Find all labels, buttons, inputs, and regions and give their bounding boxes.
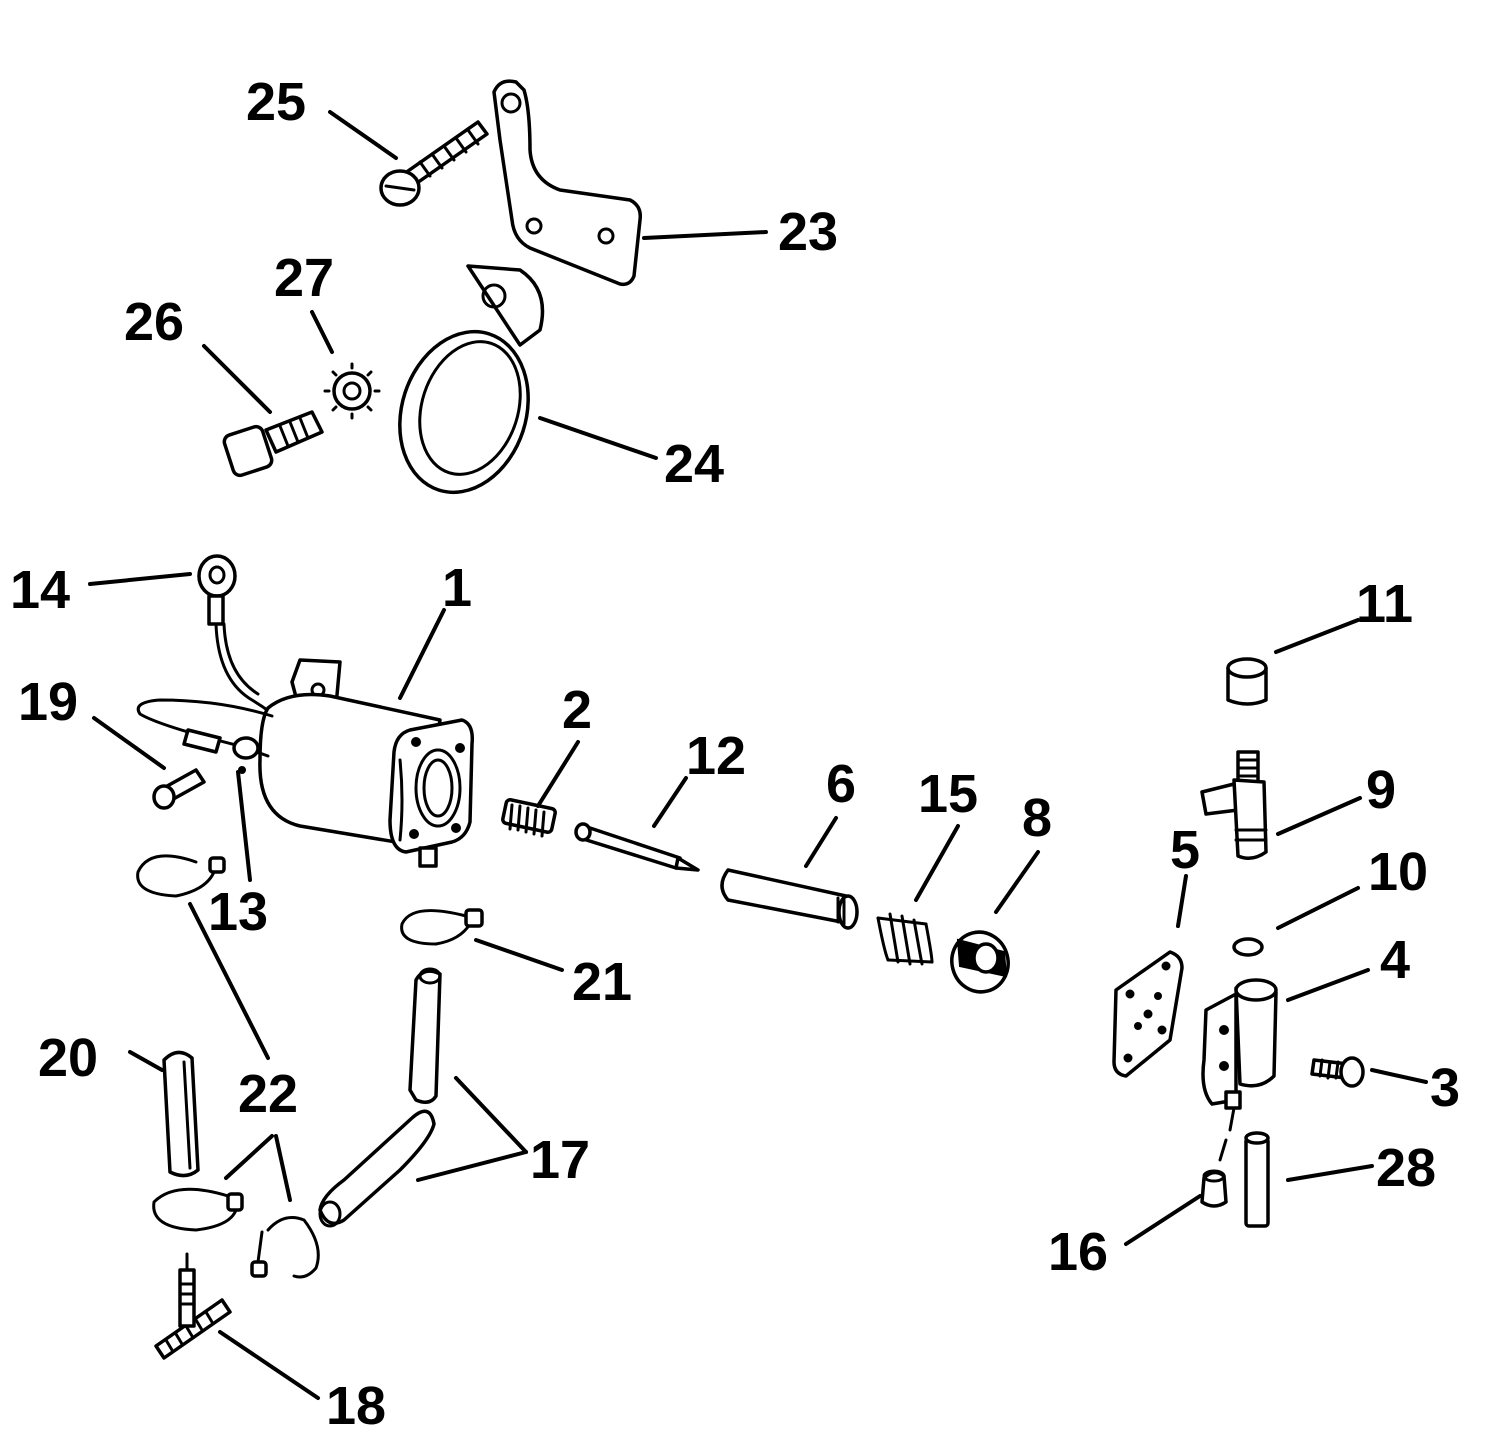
callout-8: 8: [1022, 788, 1052, 848]
callout-10: 10: [1368, 842, 1428, 902]
part-3-screw: [1310, 1056, 1365, 1088]
callout-2: 2: [562, 680, 592, 740]
part-27-star-washer: [323, 362, 381, 420]
part-18-tee-fitting: [154, 1252, 232, 1360]
callout-12: 12: [686, 726, 746, 786]
part-6-plunger: [720, 868, 859, 930]
callout-24: 24: [664, 434, 724, 494]
callout-25: 25: [246, 72, 306, 132]
callout-5: 5: [1170, 820, 1200, 880]
callout-14: 14: [10, 560, 70, 620]
part-17-hoses: [318, 967, 442, 1228]
callout-9: 9: [1366, 760, 1396, 820]
leader-lines: [88, 110, 1428, 1400]
part-22-hose-clamp-lower-right: [250, 1216, 320, 1279]
part-26-bolt: [222, 410, 324, 478]
callout-23: 23: [778, 202, 838, 262]
part-24-clamp-band: [398, 264, 545, 495]
callout-16: 16: [1048, 1222, 1108, 1282]
part-21-hose-clamp: [400, 908, 484, 946]
callout-11: 11: [1356, 574, 1413, 634]
callout-28: 28: [1376, 1138, 1436, 1198]
callout-19: 19: [18, 672, 78, 732]
callout-1: 1: [442, 558, 472, 618]
part-19-wire-screw: [136, 698, 274, 810]
callout-26: 26: [124, 292, 184, 352]
part-25-screw: [379, 120, 489, 207]
callout-20: 20: [38, 1028, 98, 1088]
part-28-tube: [1244, 1131, 1270, 1228]
part-10-o-ring: [1232, 937, 1264, 957]
callout-3: 3: [1430, 1058, 1460, 1118]
part-16-small-cap: [1200, 1169, 1228, 1208]
callout-6: 6: [826, 754, 856, 814]
part-20-hose: [162, 1050, 200, 1178]
callout-21: 21: [572, 952, 632, 1012]
part-15-spring: [876, 912, 934, 966]
callout-15: 15: [918, 764, 978, 824]
callout-4: 4: [1380, 930, 1410, 990]
part-12-pin: [574, 822, 700, 872]
part-22-hose-clamp-lower-left: [152, 1187, 244, 1232]
part-2-small-spring: [501, 798, 557, 838]
part-5-gasket: [1112, 950, 1184, 1078]
part-1-motor: [258, 658, 475, 868]
part-9-valve-stem: [1200, 750, 1268, 860]
callout-27: 27: [274, 248, 334, 308]
callout-18: 18: [326, 1376, 386, 1436]
part-11-cap: [1226, 657, 1268, 706]
part-22-hose-clamp-top: [136, 854, 226, 898]
part-8-nut: [950, 930, 1010, 994]
callout-13: 13: [208, 882, 268, 942]
callout-numbers: 25 23 27 26 24 14 1 19 13 2 12 6 15 8 11…: [10, 72, 1460, 1436]
part-23-bracket: [492, 79, 643, 287]
callout-22: 22: [238, 1064, 298, 1124]
part-4-valve-body: [1201, 978, 1278, 1162]
callout-17: 17: [530, 1130, 590, 1190]
part-14-ring-terminal: [197, 554, 272, 714]
